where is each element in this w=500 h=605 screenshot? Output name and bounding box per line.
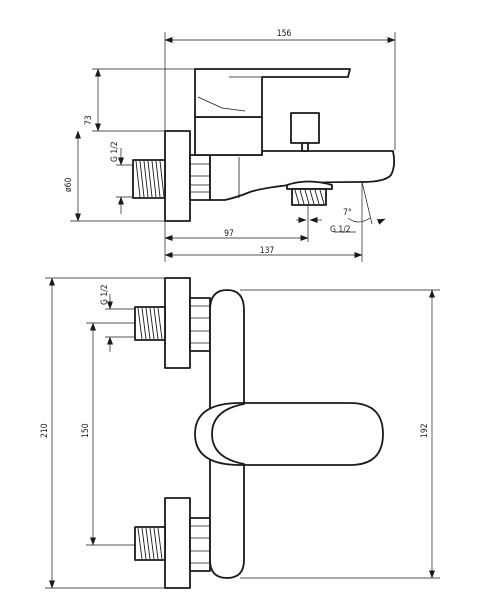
front-top-flange xyxy=(164,277,191,369)
front-mixer-ellipse xyxy=(194,402,384,466)
side-connection-nut xyxy=(189,154,211,201)
side-dim-thread-outlet: G 1/2 xyxy=(330,225,351,235)
front-dim-body-height: 192 xyxy=(420,423,430,438)
side-dim-diameter: ø60 xyxy=(64,177,74,192)
front-view xyxy=(45,277,440,589)
side-dim-angle: 7° xyxy=(343,208,352,218)
side-inlet-thread xyxy=(132,159,166,199)
side-dim-thread-inlet: G 1/2 xyxy=(110,141,120,162)
side-dim-spout-length: 137 xyxy=(260,246,275,256)
front-bottom-flange xyxy=(164,497,191,589)
side-diverter-knob xyxy=(290,112,320,152)
side-dim-width: 156 xyxy=(277,29,292,39)
front-top-nut xyxy=(189,297,211,352)
front-dimension-lines xyxy=(49,277,435,589)
side-view: 156 73 G 1/2 ø60 7° G 1/2 97 137 xyxy=(64,29,396,262)
side-dimension-lines xyxy=(75,37,396,258)
side-bottom-outlet xyxy=(286,180,333,206)
front-dim-overall-height: 210 xyxy=(40,423,50,438)
side-dim-height: 73 xyxy=(84,115,94,125)
side-wall-flange xyxy=(164,130,191,222)
side-dim-outlet-distance: 97 xyxy=(224,229,234,239)
front-bottom-nut xyxy=(189,517,211,572)
side-lever-handle xyxy=(194,68,351,118)
front-bottom-inlet-thread xyxy=(134,526,166,561)
side-cartridge-housing xyxy=(194,116,263,156)
front-dim-inlet-spacing: 150 xyxy=(81,423,91,438)
front-top-inlet-thread xyxy=(134,306,166,341)
front-dim-thread-inlet: G 1/2 xyxy=(100,284,110,305)
